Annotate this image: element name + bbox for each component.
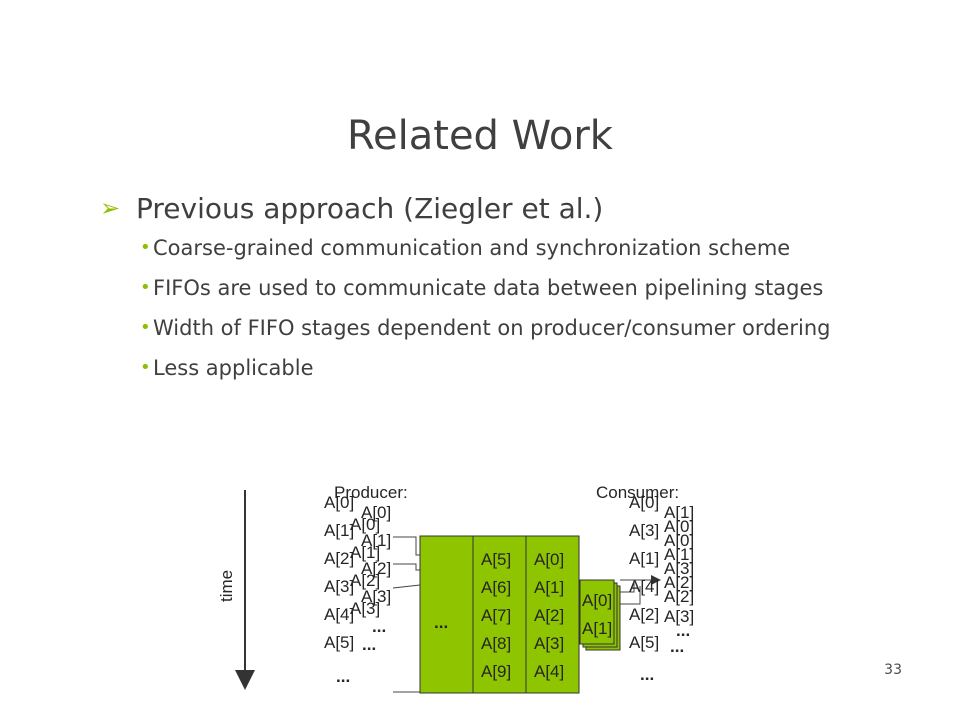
consumer-item: A[5] bbox=[629, 633, 659, 652]
time-label: time bbox=[217, 570, 236, 602]
fifo-item: A[9] bbox=[481, 662, 511, 681]
sub-bullet: Less applicable bbox=[140, 355, 898, 381]
sub-bullet: Width of FIFO stages dependent on produc… bbox=[140, 315, 898, 341]
fifo-item: A[4] bbox=[534, 662, 564, 681]
fifo-stage-3-items: A[0] A[1] A[2] A[3] A[4] bbox=[534, 550, 564, 681]
fifo-stage-2-items: A[5] A[6] A[7] A[8] A[9] bbox=[481, 550, 511, 681]
consumer-col-3: A[0] A[3] A[2] bbox=[664, 531, 694, 606]
consumer-ellipsis: ... bbox=[676, 621, 690, 640]
consumer-item: A[3] bbox=[664, 607, 694, 626]
consumer-label: Consumer: bbox=[596, 483, 679, 502]
sub-bullet: Coarse-grained communication and synchro… bbox=[140, 235, 898, 261]
producer-item: A[0] bbox=[361, 503, 391, 522]
producer-connectors bbox=[392, 536, 421, 693]
fifo-stage-back-1 bbox=[579, 579, 615, 645]
fifo-stage-back-2 bbox=[582, 582, 618, 648]
fifo-stage-back-3 bbox=[585, 585, 621, 651]
main-bullet-text: Previous approach (Ziegler et al.) bbox=[136, 192, 604, 225]
producer-item: A[4] bbox=[324, 605, 354, 624]
consumer-item: A[1] bbox=[664, 545, 694, 564]
fifo-ellipsis: ... bbox=[434, 613, 448, 632]
producer-ellipsis: ... bbox=[362, 635, 376, 654]
producer-col-2: A[0] A[1] A[2] A[3] bbox=[350, 515, 380, 618]
fifo-item: A[5] bbox=[481, 550, 511, 569]
fifo-stage-3 bbox=[525, 535, 580, 694]
producer-item: A[3] bbox=[350, 599, 380, 618]
producer-item: A[2] bbox=[324, 549, 354, 568]
producer-item: A[0] bbox=[350, 515, 380, 534]
consumer-item: A[1] bbox=[629, 549, 659, 568]
consumer-col-2: A[1] A[0] A[1] A[2] A[3] bbox=[664, 503, 694, 626]
producer-item: A[1] bbox=[361, 531, 391, 550]
sub-bullet: FIFOs are used to communicate data betwe… bbox=[140, 275, 898, 301]
consumer-item: A[0] bbox=[664, 531, 694, 550]
fifo-back-item: A[1] bbox=[582, 619, 612, 638]
consumer-item: A[2] bbox=[664, 587, 694, 606]
producer-item: A[5] bbox=[324, 633, 354, 652]
consumer-item: A[1] bbox=[664, 503, 694, 522]
producer-item: A[3] bbox=[324, 577, 354, 596]
consumer-item: A[3] bbox=[664, 559, 694, 578]
producer-col-1: A[0] A[1] A[2] A[3] A[4] A[5] bbox=[324, 493, 354, 652]
producer-item: A[2] bbox=[361, 559, 391, 578]
producer-item: A[2] bbox=[350, 571, 380, 590]
slide-title: Related Work bbox=[347, 113, 613, 159]
fifo-item: A[0] bbox=[534, 550, 564, 569]
fifo-item: A[1] bbox=[534, 578, 564, 597]
producer-col-3: A[0] A[1] A[2] A[3] bbox=[361, 503, 391, 606]
fifo-item: A[8] bbox=[481, 634, 511, 653]
producer-label: Producer: bbox=[334, 483, 408, 502]
consumer-ellipsis: ... bbox=[670, 637, 684, 656]
producer-ellipsis: ... bbox=[372, 617, 386, 636]
consumer-item: A[2] bbox=[629, 605, 659, 624]
sub-bullet-list: Coarse-grained communication and synchro… bbox=[98, 235, 898, 381]
fifo-item: A[6] bbox=[481, 578, 511, 597]
consumer-item: A[0] bbox=[664, 517, 694, 536]
arrow-bullet-icon: ➢ bbox=[100, 194, 121, 222]
consumer-col-1: A[0] A[3] A[1] A[4] A[2] A[5] bbox=[629, 493, 659, 652]
consumer-item: A[3] bbox=[629, 521, 659, 540]
fifo-item: A[3] bbox=[534, 634, 564, 653]
fifo-stage-2 bbox=[472, 535, 527, 694]
producer-item: A[1] bbox=[350, 543, 380, 562]
page-number: 33 bbox=[884, 662, 902, 678]
producer-item: A[1] bbox=[324, 521, 354, 540]
producer-ellipsis: ... bbox=[336, 667, 350, 686]
consumer-item: A[4] bbox=[629, 577, 659, 596]
main-bullet: ➢ Previous approach (Ziegler et al.) bbox=[98, 192, 898, 225]
producer-item: A[3] bbox=[361, 587, 391, 606]
fifo-item: A[2] bbox=[534, 606, 564, 625]
bullet-list: ➢ Previous approach (Ziegler et al.) Coa… bbox=[98, 192, 898, 395]
producer-item: A[0] bbox=[324, 493, 354, 512]
consumer-connectors bbox=[620, 575, 661, 605]
fifo-back-item: A[0] bbox=[582, 591, 612, 610]
fifo-item: A[7] bbox=[481, 606, 511, 625]
consumer-item: A[0] bbox=[629, 493, 659, 512]
consumer-item: A[2] bbox=[664, 573, 694, 592]
fifo-stage-1 bbox=[419, 535, 474, 694]
consumer-ellipsis: ... bbox=[640, 665, 654, 684]
